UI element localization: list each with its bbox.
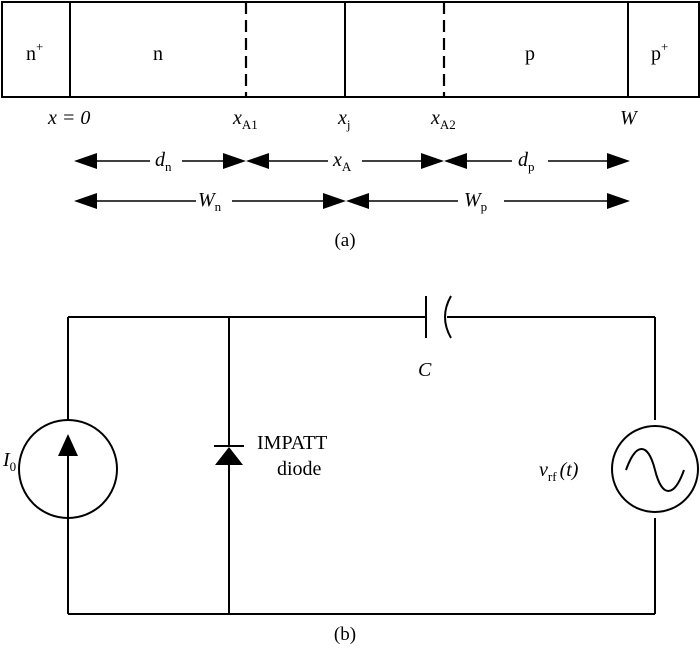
label-vrf: vrf(t)	[539, 459, 579, 484]
label-dp: dp	[518, 149, 535, 174]
region-p-plus: p+	[651, 39, 668, 65]
region-n-plus: n+	[26, 39, 43, 65]
label-Wp: Wp	[464, 189, 487, 214]
Wn-arrowhead-left	[74, 193, 97, 209]
dimension-row-2: Wn Wp	[74, 189, 630, 214]
label-xA2: xA2	[430, 107, 456, 132]
label-x0: x = 0	[47, 107, 90, 129]
diode-triangle-icon	[215, 447, 243, 465]
Wn-arrowhead-right	[323, 193, 346, 209]
label-C: C	[418, 359, 432, 381]
label-diode-line2: diode	[277, 458, 322, 480]
impatt-diode	[214, 445, 244, 465]
label-xj: xj	[337, 107, 351, 132]
dimension-row-1: dn xA dp	[74, 149, 630, 174]
rf-source-circle	[611, 425, 699, 513]
Wp-arrowhead-left	[346, 193, 369, 209]
dp-arrowhead-right	[607, 153, 630, 169]
capacitor	[425, 295, 452, 339]
device-outline	[1, 1, 700, 98]
region-p: p	[525, 43, 535, 65]
region-n: n	[153, 43, 163, 65]
current-source	[18, 419, 118, 519]
label-xA1: xA1	[232, 107, 258, 132]
xA-arrowhead-right	[421, 153, 444, 169]
capacitor-plate-curved	[444, 295, 452, 339]
Wp-arrowhead-right	[607, 193, 630, 209]
current-source-arrow-icon	[58, 434, 78, 456]
label-I0: I0	[2, 449, 16, 474]
label-dn: dn	[155, 149, 172, 174]
dn-arrowhead-left	[74, 153, 97, 169]
label-W: W	[620, 107, 639, 129]
position-labels: x = 0 xA1 xj xA2 W	[47, 107, 639, 132]
device-structure: n+ n p p+	[1, 1, 700, 98]
dn-arrowhead-right	[223, 153, 246, 169]
circuit: I0 IMPATT diode C vrf(t)	[2, 295, 699, 615]
xA-arrowhead-left	[246, 153, 269, 169]
sine-wave-icon	[625, 448, 685, 492]
label-Wn: Wn	[198, 189, 222, 214]
dp-arrowhead-left	[444, 153, 467, 169]
caption-b: (b)	[334, 624, 356, 645]
label-xA: xA	[332, 149, 352, 174]
label-diode-line1: IMPATT	[257, 432, 327, 454]
caption-a: (a)	[334, 230, 355, 251]
rf-source	[611, 425, 699, 513]
